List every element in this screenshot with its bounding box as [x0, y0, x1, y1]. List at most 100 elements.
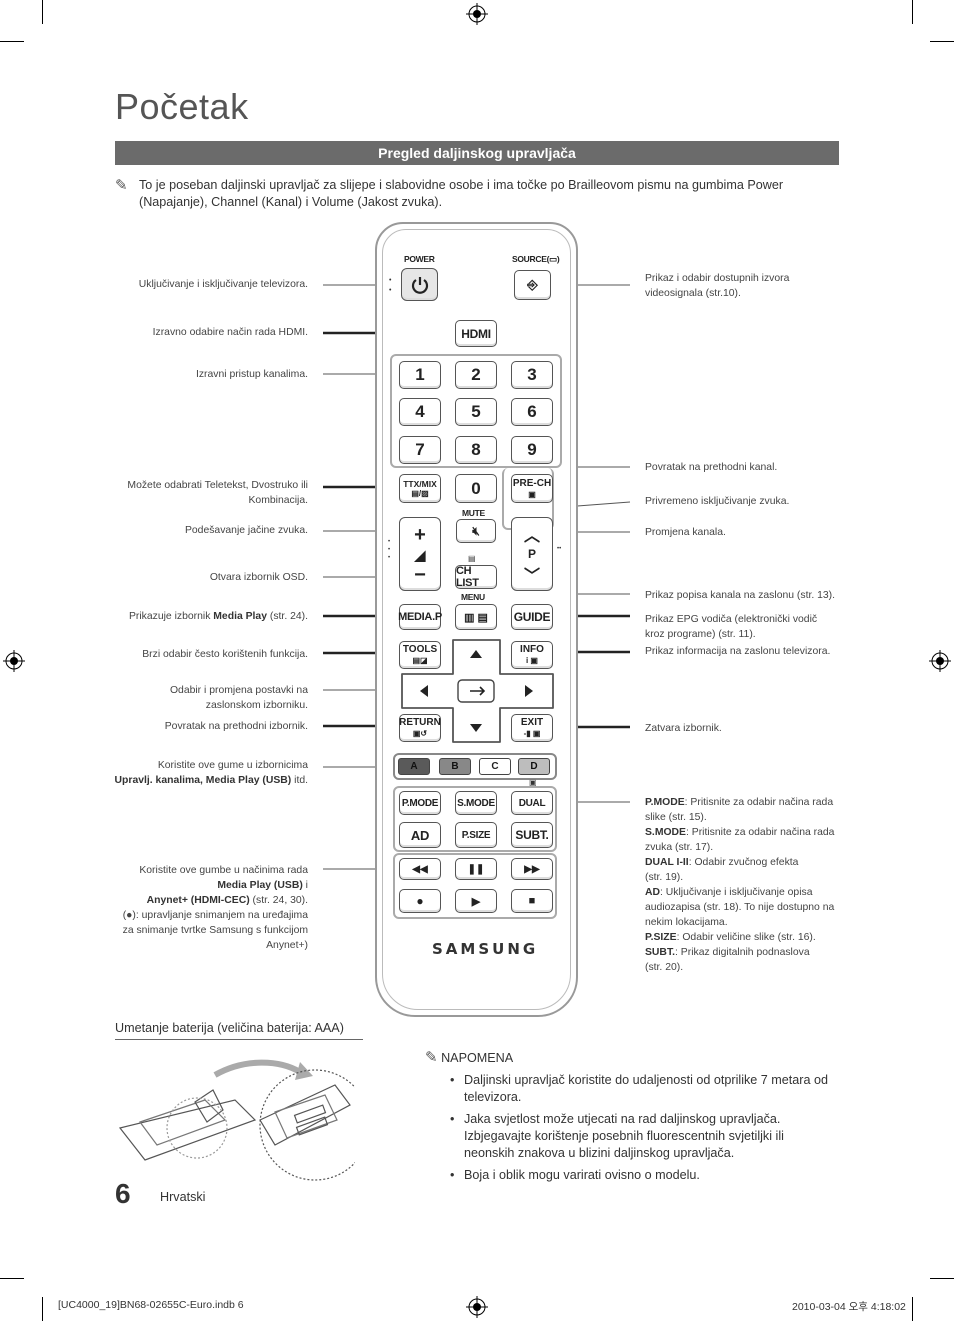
label-menu: Otvara izbornik OSD. [209, 572, 308, 583]
tools-button[interactable]: TOOLS▤◪ [399, 641, 441, 669]
intro-note: ✎ To je poseban daljinski upravljač za s… [115, 177, 825, 211]
record-indicator-icon: ▣ [529, 778, 537, 787]
arrow-down-icon [470, 724, 482, 732]
power-icon [411, 276, 428, 294]
digit-6-button[interactable]: 6 [511, 398, 553, 426]
label-return: Povratak na prethodni izbornik. [164, 721, 308, 732]
battery-insertion-illustration [118, 1059, 355, 1181]
label-mute: Privremeno isključivanje zvuka. [645, 496, 790, 507]
label-hdmi: Izravno odabire način rada HDMI. [152, 327, 308, 338]
label-info: Prikaz informacija na zaslonu televizora… [645, 646, 831, 657]
digit-5-button[interactable]: 5 [455, 398, 497, 426]
note-pencil-icon: ✎ [115, 177, 128, 194]
list-item: Jaka svjetlost može utjecati na rad dalj… [450, 1111, 835, 1162]
digit-1-button[interactable]: 1 [399, 361, 441, 389]
guide-button[interactable]: GUIDE [511, 604, 553, 630]
power-label: POWER [404, 254, 435, 264]
digit-9-button[interactable]: 9 [511, 436, 553, 464]
subt-button[interactable]: SUBT. [511, 822, 553, 848]
page-number: 6 [115, 1178, 131, 1209]
digit-4-button[interactable]: 4 [399, 398, 441, 426]
record-button[interactable]: ● [399, 889, 441, 913]
mute-button[interactable]: 🔇︎ [456, 519, 496, 543]
digit-8-button[interactable]: 8 [455, 436, 497, 464]
digit-0-button[interactable]: 0 [455, 474, 497, 503]
digit-2-button[interactable]: 2 [455, 361, 497, 389]
dual-button[interactable]: DUAL [511, 791, 553, 815]
rewind-icon: ◀◀ [412, 863, 428, 875]
dpad[interactable] [400, 638, 555, 744]
hdmi-button[interactable]: HDMI [455, 320, 497, 347]
chlist-icon: ▤ [468, 554, 476, 563]
pause-button[interactable]: ❚❚ [455, 858, 497, 880]
color-button-b[interactable]: B [439, 758, 471, 775]
crop-mark [42, 1297, 43, 1321]
print-footer-date: 2010-03-04 오후 4:18:02 [792, 1301, 906, 1313]
channel-rocker[interactable]: ︿ P ﹀ [511, 517, 553, 591]
source-label: SOURCE(▭) [512, 254, 560, 264]
ad-button[interactable]: AD [399, 822, 441, 848]
chevron-up-icon: ︿ [523, 528, 540, 545]
language-label: Hrvatski [160, 1190, 206, 1204]
digit-3-button[interactable]: 3 [511, 361, 553, 389]
digit-7-button[interactable]: 7 [399, 436, 441, 464]
color-buttons-frame [393, 753, 557, 780]
page-title: Početak [115, 86, 249, 127]
source-button[interactable]: ⎆ [514, 270, 551, 300]
stop-icon: ■ [528, 895, 536, 907]
intro-text: To je poseban daljinski upravljač za sli… [139, 178, 784, 209]
label-tools: Brzi odabir često korištenih funkcija. [142, 649, 308, 660]
psize-button[interactable]: P.SIZE [455, 822, 497, 848]
exit-button[interactable]: EXIT-▮ ▣ [511, 714, 553, 742]
volume-down-icon: − [414, 564, 426, 586]
color-button-a[interactable]: A [398, 758, 430, 775]
note-heading: ✎ NAPOMENA [425, 1049, 514, 1066]
brand-logo: SAMSUNG [432, 940, 539, 958]
volume-up-icon: + [414, 524, 426, 546]
label-chlist: Prikaz popisa kanala na zaslonu (str. 13… [645, 590, 836, 601]
prech-button[interactable]: PRE-CH▣ [511, 474, 553, 503]
registration-mark-icon [929, 650, 951, 672]
braille-dots: •• [557, 546, 562, 552]
power-button[interactable] [401, 268, 438, 301]
function-buttons-frame [393, 786, 557, 852]
record-icon: ● [416, 894, 424, 908]
stop-button[interactable]: ■ [511, 889, 553, 913]
play-icon: ▶ [471, 895, 481, 908]
label-playback: Koristite ove gumbe u načinima rada Medi… [122, 865, 308, 951]
label-numbers: Izravni pristup kanalima. [195, 369, 308, 380]
note-pencil-icon: ✎ [425, 1049, 438, 1066]
crop-mark [0, 1278, 24, 1279]
return-button[interactable]: RETURN▣↺ [399, 714, 441, 742]
crop-mark [930, 1278, 954, 1279]
mute-label: MUTE [462, 508, 485, 518]
crop-mark [912, 0, 913, 24]
pmode-button[interactable]: P.MODE [399, 791, 441, 815]
crop-mark [0, 41, 24, 42]
menu-button[interactable]: ▥ ▤ [455, 604, 497, 630]
volume-rocker[interactable]: + ◢ − [399, 517, 441, 591]
crop-mark [42, 0, 43, 24]
rewind-button[interactable]: ◀◀ [399, 858, 441, 880]
arrow-right-icon [525, 685, 533, 697]
play-button[interactable]: ▶ [455, 889, 497, 913]
arrow-up-icon [470, 650, 482, 658]
smode-button[interactable]: S.MODE [455, 791, 497, 815]
crop-mark [912, 1297, 913, 1321]
label-channel: Promjena kanala. [645, 527, 726, 538]
label-power: Uključivanje i isključivanje televizora. [138, 279, 308, 290]
menu-label: MENU [461, 592, 485, 602]
playback-frame [393, 853, 557, 919]
fast-forward-button[interactable]: ▶▶ [511, 858, 553, 880]
label-exit: Zatvara izbornik. [645, 723, 722, 734]
ttx-mix-button[interactable]: TTX/MIX▤/▨ [399, 474, 441, 503]
color-button-c[interactable]: C [479, 758, 511, 775]
registration-mark-icon [466, 1296, 488, 1318]
chlist-button[interactable]: CH LIST [455, 565, 497, 589]
pause-icon: ❚❚ [467, 863, 485, 875]
media-play-button[interactable]: MEDIA.P [398, 604, 442, 630]
color-button-d[interactable]: D [518, 758, 550, 775]
